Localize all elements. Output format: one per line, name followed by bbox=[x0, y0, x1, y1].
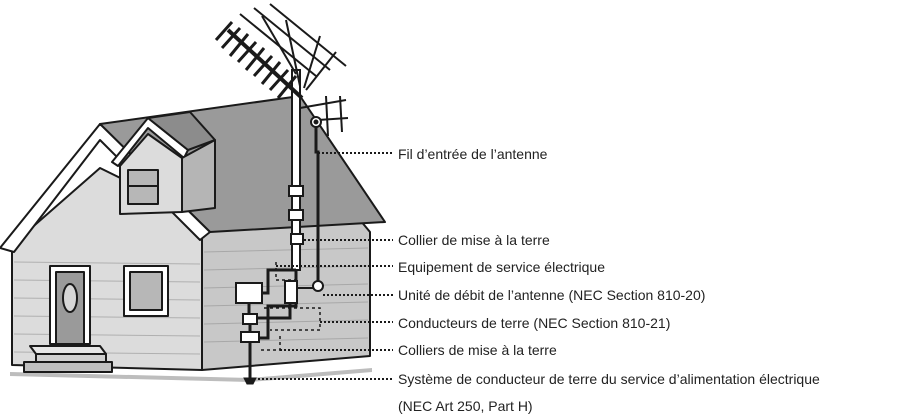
mast-bracket-2 bbox=[288, 209, 304, 221]
callout-power-service-grounding-reference: (NEC Art 250, Part H) bbox=[398, 398, 533, 414]
ground-clamp-box-upper bbox=[242, 313, 258, 325]
callout-ground-clamps: Colliers de mise à la terre bbox=[398, 342, 557, 358]
mast-bracket-1 bbox=[288, 185, 304, 197]
callout-power-service-grounding-system: Système de conducteur de terre du servic… bbox=[398, 371, 820, 387]
callout-lead-in-wire: Fil d’entrée de l’antenne bbox=[398, 146, 548, 162]
front-steps-low bbox=[23, 361, 113, 373]
roof-gable-trim bbox=[0, 123, 211, 253]
antenna-discharge-unit bbox=[284, 280, 298, 304]
antenna-reflector bbox=[239, 3, 347, 91]
front-window bbox=[129, 271, 163, 311]
front-siding bbox=[13, 261, 201, 355]
front-steps-mid bbox=[35, 353, 107, 363]
house bbox=[0, 95, 386, 382]
wiring bbox=[235, 127, 324, 385]
callout-grounding-conductors: Conducteurs de terre (NEC Section 810-21… bbox=[398, 315, 671, 331]
dormer-side bbox=[181, 139, 216, 213]
antenna-assembly bbox=[214, 3, 349, 271]
callout-antenna-discharge-unit: Unité de débit de l’antenne (NEC Section… bbox=[398, 287, 706, 303]
electric-service-box bbox=[235, 282, 263, 304]
door-window bbox=[62, 283, 78, 313]
antenna-side-element bbox=[299, 95, 349, 137]
front-steps-top bbox=[29, 345, 107, 355]
house-ground-shadow bbox=[10, 368, 372, 382]
callout-ground-clamp: Collier de mise à la terre bbox=[398, 232, 550, 248]
antenna-elements bbox=[214, 21, 298, 99]
ground-symbol bbox=[243, 377, 257, 385]
callout-electric-service-equipment: Equipement de service électrique bbox=[398, 259, 606, 275]
mast-ground-clamp bbox=[290, 233, 304, 245]
ground-clamp-box-lower bbox=[240, 331, 260, 343]
leader-lines bbox=[258, 152, 393, 380]
lead-in-wire bbox=[314, 127, 320, 282]
